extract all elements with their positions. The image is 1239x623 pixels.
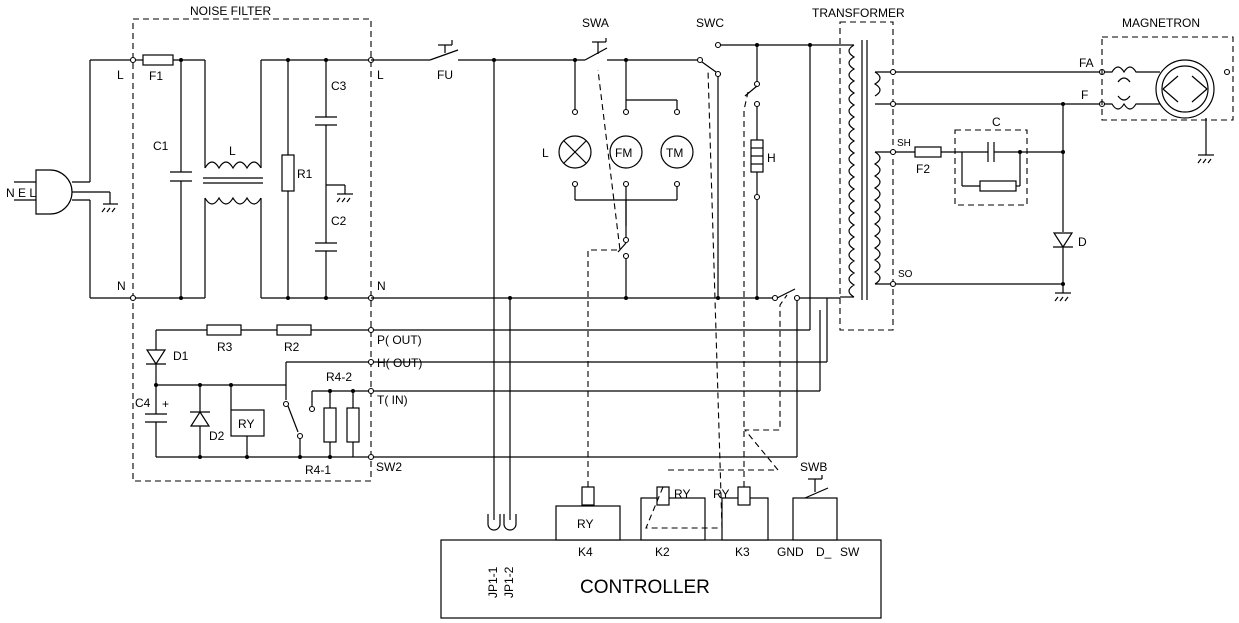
thermal-fuse-fu [429,40,585,61]
resistor-r2 [276,324,312,336]
relay-k4 [555,505,621,541]
zener-d2 [189,410,211,427]
swa-label: SWA [582,16,609,30]
fa-label: FA [1079,56,1094,70]
tm-label: TM [666,146,683,160]
gnd-label: GND [777,545,804,559]
lamp-label: L [542,146,549,160]
common-mode-choke [203,60,263,298]
n-input-label: N [117,279,126,293]
turntable-motor-tm [660,135,694,169]
r4-2-label: R4-2 [326,370,352,384]
r2-label: R2 [284,340,300,354]
fm-label: FM [615,146,632,160]
fuse-f2 [914,146,942,158]
resistor-r4-2 [346,407,360,443]
magnetron-boundary [1101,36,1234,121]
h-out-label: H( OUT) [377,356,422,370]
power-plug [14,59,133,299]
swb-label: SWB [800,460,827,474]
oven-lamp [558,135,592,169]
relay-k2 [640,497,706,541]
f1-label: F1 [149,69,163,83]
d2-label: D2 [209,429,225,443]
choke-label: L [229,144,236,158]
controller-board [440,539,882,619]
l-input-label: L [117,68,124,82]
controller-label: CONTROLLER [580,577,710,598]
hv-capacitor-boundary [954,129,1028,206]
c3-label: C3 [331,79,347,93]
relay-coil-ry [230,409,265,437]
f2-label: F2 [916,162,930,176]
k2-relay-ry-label: RY [674,487,690,501]
d-label: D_ [816,545,832,559]
switch-swb [792,475,838,541]
r4-1-label: R4-1 [305,463,331,477]
noise-filter-title: NOISE FILTER [190,4,271,18]
sh-label: SH [897,138,911,149]
c4-plus: + [162,397,169,411]
p-out-label: P( OUT) [377,333,422,347]
c2-label: C2 [331,214,347,228]
k4-relay-ry-label: RY [577,517,593,531]
k3-relay-link [668,294,788,471]
k2-label: K2 [655,545,670,559]
r3-label: R3 [217,340,233,354]
d1-label: D1 [173,349,189,363]
n-output-label: N [377,279,386,293]
jp1-1-label: JP1-1 [486,566,500,598]
k4-label: K4 [578,545,593,559]
swc-label: SWC [696,16,724,30]
magnetron-title: MAGNETRON [1122,16,1200,30]
sw-label: SW [840,545,860,559]
magnetron-tube [1104,59,1231,164]
fu-label: FU [437,68,453,82]
resistor-r3 [206,324,242,336]
fuse-f1 [142,54,174,66]
hv-diode-d [1052,232,1074,249]
bleeder-resistor [979,180,1017,192]
k2-mechanical-link [645,69,723,529]
plug-label: N E L [6,186,36,200]
fan-motor-fm [609,135,643,169]
k3-mechanical-link [743,91,749,487]
relay-ry-label: RY [238,417,254,431]
k3-label: K3 [735,545,750,559]
t-in-label: T( IN) [377,393,408,407]
k4-mechanical-link [587,69,621,487]
diode-d1 [145,349,167,366]
diode-d-label: D [1078,235,1087,249]
so-label: SO [898,269,913,280]
resistor-r1 [281,154,295,192]
f-label: F [1081,88,1088,102]
switch-swa [584,38,697,61]
capacitor-c-label: C [992,115,1001,129]
transformer-title: TRANSFORMER [812,6,905,20]
heater-label: H [767,151,776,165]
r1-label: R1 [297,167,313,181]
c4-label: C4 [135,396,151,410]
l-output-label: L [377,68,384,82]
resistor-r4-1 [323,407,337,443]
jp1-2-label: JP1-2 [502,566,516,598]
sw2-label: SW2 [376,460,402,474]
c1-label: C1 [153,139,169,153]
